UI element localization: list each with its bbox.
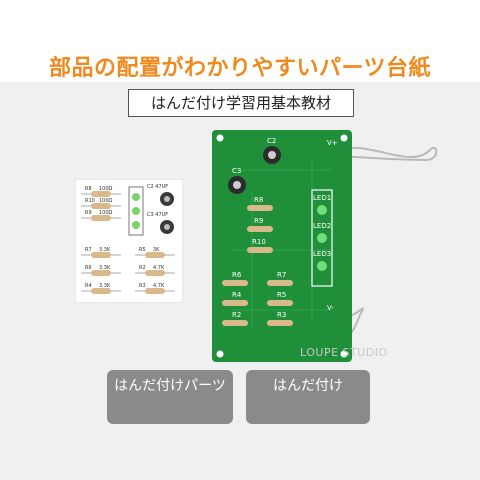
sheet-label-r6: R6 xyxy=(85,265,92,271)
pcb-label-r3: R3 xyxy=(277,311,286,319)
sheet-capacitor-icon xyxy=(160,192,174,234)
pcb-capacitor-icon xyxy=(228,146,281,194)
subtitle-box: はんだ付け学習用基本教材 xyxy=(128,89,354,117)
sheet-value-r4: 3.3K xyxy=(99,283,111,289)
sheet-label-r10: R10 xyxy=(85,198,95,204)
sheet-label-r4: R4 xyxy=(85,283,92,289)
pcb-label-vminus: V- xyxy=(327,304,334,312)
pcb-label-c3: C3 xyxy=(232,167,241,175)
pcb-label-r10: R10 xyxy=(252,238,266,246)
pcb-label-led2: LED2 xyxy=(313,222,331,230)
caption-parts: はんだ付けパーツ xyxy=(107,370,233,424)
sheet-value-r6: 3.3K xyxy=(99,265,111,271)
sheet-value-r7: 3.3K xyxy=(99,247,111,253)
pcb-led-icon xyxy=(311,189,333,287)
caption-soldered: はんだ付け xyxy=(246,370,370,424)
pcb-label-r5: R5 xyxy=(277,291,286,299)
pcb-label-led1: LED1 xyxy=(313,194,331,202)
pcb-label-r7: R7 xyxy=(277,271,286,279)
headline: 部品の配置がわかりやすいパーツ台紙 xyxy=(48,56,432,81)
sheet-label-c3: C3 47UF xyxy=(147,212,168,218)
sheet-value-r5: 3K xyxy=(153,247,160,253)
sheet-value-r8: 100Ω xyxy=(99,186,113,192)
pcb-label-led3: LED3 xyxy=(313,250,331,258)
pcb-label-r6: R6 xyxy=(232,271,242,279)
pcb-label-r2: R2 xyxy=(232,311,241,319)
sheet-value-r10: 100Ω xyxy=(99,198,113,204)
pcb-label-c2: C2 xyxy=(267,137,276,145)
sheet-led-icon xyxy=(128,186,144,236)
pcb-label-vplus: V+ xyxy=(327,139,338,147)
sheet-value-r3: 4.7K xyxy=(153,283,165,289)
pcb-board-illustration: C2 C3 R8 R9 R10 R6 R7 R4 R5 R2 R3 LED1 L… xyxy=(212,130,352,362)
watermark-logo: LOUPE STUDIO xyxy=(300,346,388,359)
parts-sheet-illustration: R8 100Ω R10 100Ω R9 100Ω R7 3.3K R6 3.3K… xyxy=(75,179,183,303)
pcb-label-r9: R9 xyxy=(254,217,263,225)
sheet-value-r2: 4.7K xyxy=(153,265,165,271)
caption-parts-label: はんだ付けパーツ xyxy=(114,378,226,394)
caption-soldered-label: はんだ付け xyxy=(273,378,343,394)
sheet-resistor-icon xyxy=(81,191,175,294)
sheet-label-r2: R2 xyxy=(139,265,146,271)
sheet-label-c2: C2 47UF xyxy=(147,184,168,190)
sheet-label-r9: R9 xyxy=(85,210,92,216)
sheet-label-r3: R3 xyxy=(139,283,146,289)
pcb-label-r4: R4 xyxy=(232,291,242,299)
sheet-label-r5: R5 xyxy=(139,247,146,253)
pcb-label-r8: R8 xyxy=(254,196,263,204)
sheet-label-r7: R7 xyxy=(85,247,92,253)
pcb-resistor-icon xyxy=(222,205,293,326)
sheet-value-r9: 100Ω xyxy=(99,210,113,216)
sheet-label-r8: R8 xyxy=(85,186,92,192)
